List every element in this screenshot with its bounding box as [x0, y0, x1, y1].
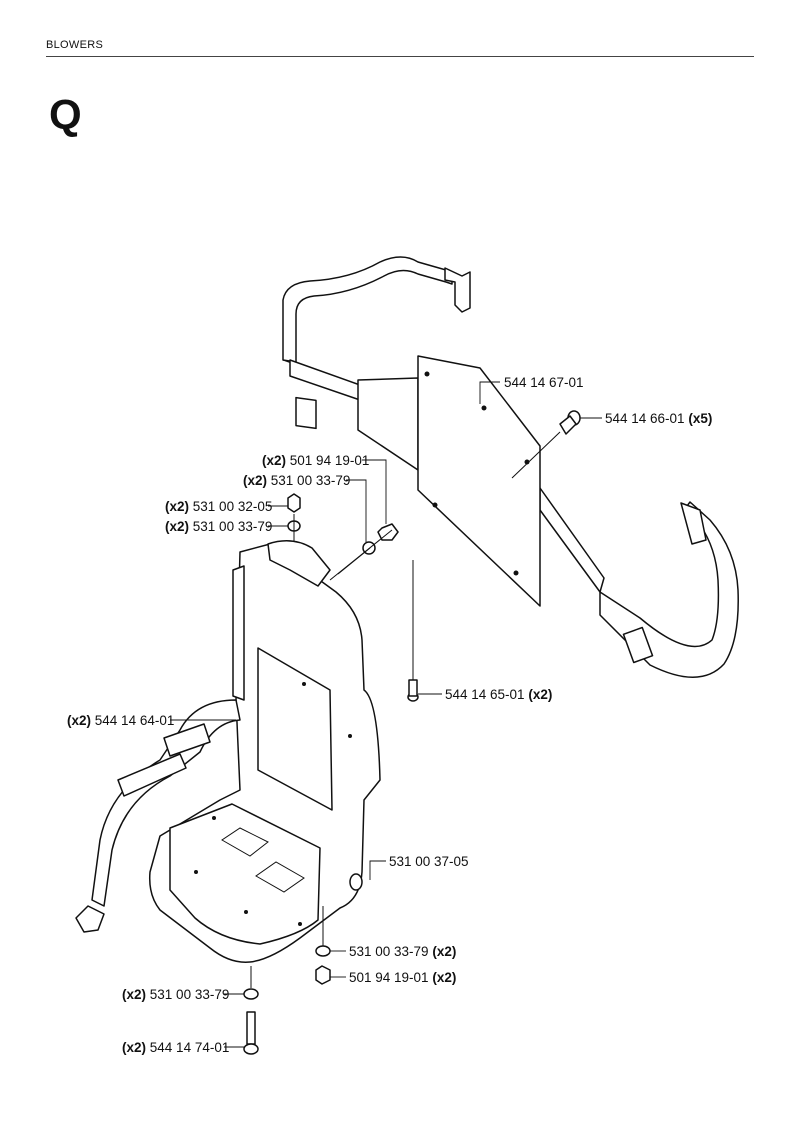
part-number: 501 94 19-01 — [349, 970, 429, 985]
quantity: (x5) — [688, 411, 712, 426]
part-number: 544 14 64-01 — [95, 713, 175, 728]
callout-lower-washer-right: 531 00 33-79 (x2) — [349, 944, 456, 959]
part-number: 531 00 33-79 — [150, 987, 230, 1002]
quantity: (x2) — [243, 473, 267, 488]
mid-screw — [407, 560, 419, 702]
lower-hardware-right — [315, 906, 331, 985]
part-number: 531 00 33-79 — [271, 473, 351, 488]
callout-frame: 531 00 37-05 — [389, 854, 469, 869]
part-number: 544 14 65-01 — [445, 687, 525, 702]
part-number: 531 00 33-79 — [193, 519, 273, 534]
leader-lines — [170, 381, 602, 1048]
plate-screw — [511, 410, 581, 479]
part-number: 544 14 66-01 — [605, 411, 685, 426]
quantity: (x2) — [432, 944, 456, 959]
quantity: (x2) — [122, 987, 146, 1002]
callout-mid-screw: 544 14 65-01 (x2) — [445, 687, 552, 702]
header-divider — [46, 56, 754, 57]
callout-belt: (x2) 544 14 64-01 — [67, 713, 174, 728]
waist-belt — [75, 699, 241, 933]
part-number: 544 14 74-01 — [150, 1040, 230, 1055]
callout-upper-washer: (x2) 531 00 33-79 — [243, 473, 350, 488]
lower-hardware-left — [243, 966, 259, 1055]
quantity: (x2) — [262, 453, 286, 468]
callout-plate-screw: 544 14 66-01 (x5) — [605, 411, 712, 426]
quantity: (x2) — [165, 519, 189, 534]
shoulder-strap-right — [599, 501, 739, 678]
callout-left-nut: (x2) 531 00 32-05 — [165, 499, 272, 514]
quantity: (x2) — [122, 1040, 146, 1055]
callout-left-washer: (x2) 531 00 33-79 — [165, 519, 272, 534]
callout-lower-nut-right: 501 94 19-01 (x2) — [349, 970, 456, 985]
mounting-plate — [417, 355, 541, 607]
section-letter: Q — [49, 91, 82, 138]
back-frame — [148, 540, 381, 963]
quantity: (x2) — [67, 713, 91, 728]
quantity: (x2) — [432, 970, 456, 985]
shoulder-strap-upper — [282, 256, 471, 430]
callout-lower-washer-left: (x2) 531 00 33-79 — [122, 987, 229, 1002]
upper-hardware — [329, 523, 399, 581]
part-number: 544 14 67-01 — [504, 375, 584, 390]
quantity: (x2) — [165, 499, 189, 514]
callout-upper-nut: (x2) 501 94 19-01 — [262, 453, 369, 468]
left-hardware — [287, 493, 301, 548]
callout-plate: 544 14 67-01 — [504, 375, 584, 390]
section-header: BLOWERS — [46, 39, 104, 51]
part-number: 531 00 33-79 — [349, 944, 429, 959]
quantity: (x2) — [528, 687, 552, 702]
part-number: 531 00 32-05 — [193, 499, 273, 514]
part-number: 531 00 37-05 — [389, 854, 469, 869]
callout-lower-screw-left: (x2) 544 14 74-01 — [122, 1040, 229, 1055]
part-number: 501 94 19-01 — [290, 453, 370, 468]
